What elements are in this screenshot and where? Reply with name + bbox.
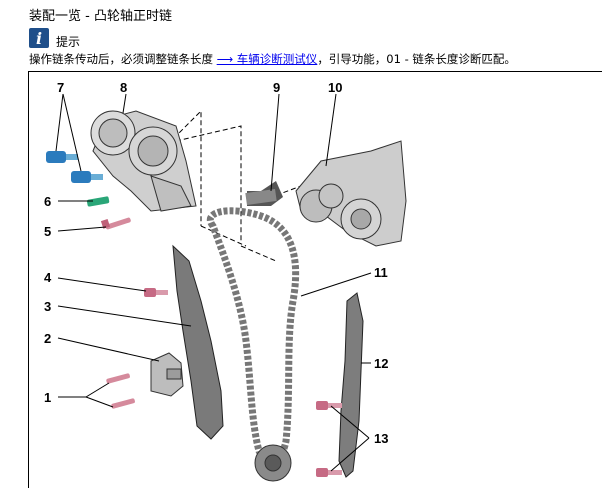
callout-5: 5 (44, 224, 51, 239)
callout-labels: 7 8 9 10 6 5 11 4 3 2 12 1 13 (44, 80, 388, 446)
callout-12: 12 (374, 356, 388, 371)
callout-8: 8 (120, 80, 127, 95)
leader-lines (55, 93, 372, 472)
timing-chain (207, 207, 300, 465)
chain-tensioner-2 (150, 352, 184, 397)
hint-text-after: ，引导功能，01 - 链条长度诊断匹配。 (317, 52, 516, 66)
bolt-5 (100, 217, 131, 230)
callout-1: 1 (44, 390, 51, 405)
tensioner-rail-3 (172, 244, 224, 440)
bolt-13-pair (316, 401, 342, 477)
page-title: 装配一览 - 凸轮轴正时链 (29, 9, 172, 24)
callout-7: 7 (57, 80, 64, 95)
assembly-guide-lines (150, 109, 302, 262)
hint-text-before: 操作链条传动后，必须调整链条长度 (29, 52, 217, 66)
callout-2: 2 (44, 331, 51, 346)
chain-guide-9 (245, 181, 283, 206)
hint-text: 操作链条传动后，必须调整链条长度 ⟶ 车辆诊断测试仪，引导功能，01 - 链条长… (29, 51, 516, 67)
guide-rail-12 (338, 292, 364, 478)
callout-13: 13 (374, 431, 388, 446)
callout-9: 9 (273, 80, 280, 95)
hint-header: i 提示 (29, 27, 80, 49)
diagnostic-tester-link[interactable]: ⟶ 车辆诊断测试仪 (216, 52, 318, 66)
bolt-4 (144, 288, 168, 297)
callout-11: 11 (374, 265, 388, 280)
callout-4: 4 (44, 270, 52, 285)
part-6 (86, 196, 110, 207)
callout-6: 6 (44, 194, 51, 209)
hint-label: 提示 (56, 34, 81, 49)
callout-3: 3 (44, 299, 51, 314)
camshaft-adjuster-left (90, 110, 197, 212)
info-icon: i (29, 28, 49, 48)
crankshaft-sprocket (254, 444, 292, 482)
bolt-7-pair (46, 151, 103, 183)
callout-10: 10 (328, 80, 342, 95)
camshaft-adjuster-right (295, 140, 407, 247)
assembly-diagram: 7 8 9 10 6 5 11 4 3 2 12 1 13 (28, 71, 602, 488)
bolt-1-pair (106, 373, 135, 409)
